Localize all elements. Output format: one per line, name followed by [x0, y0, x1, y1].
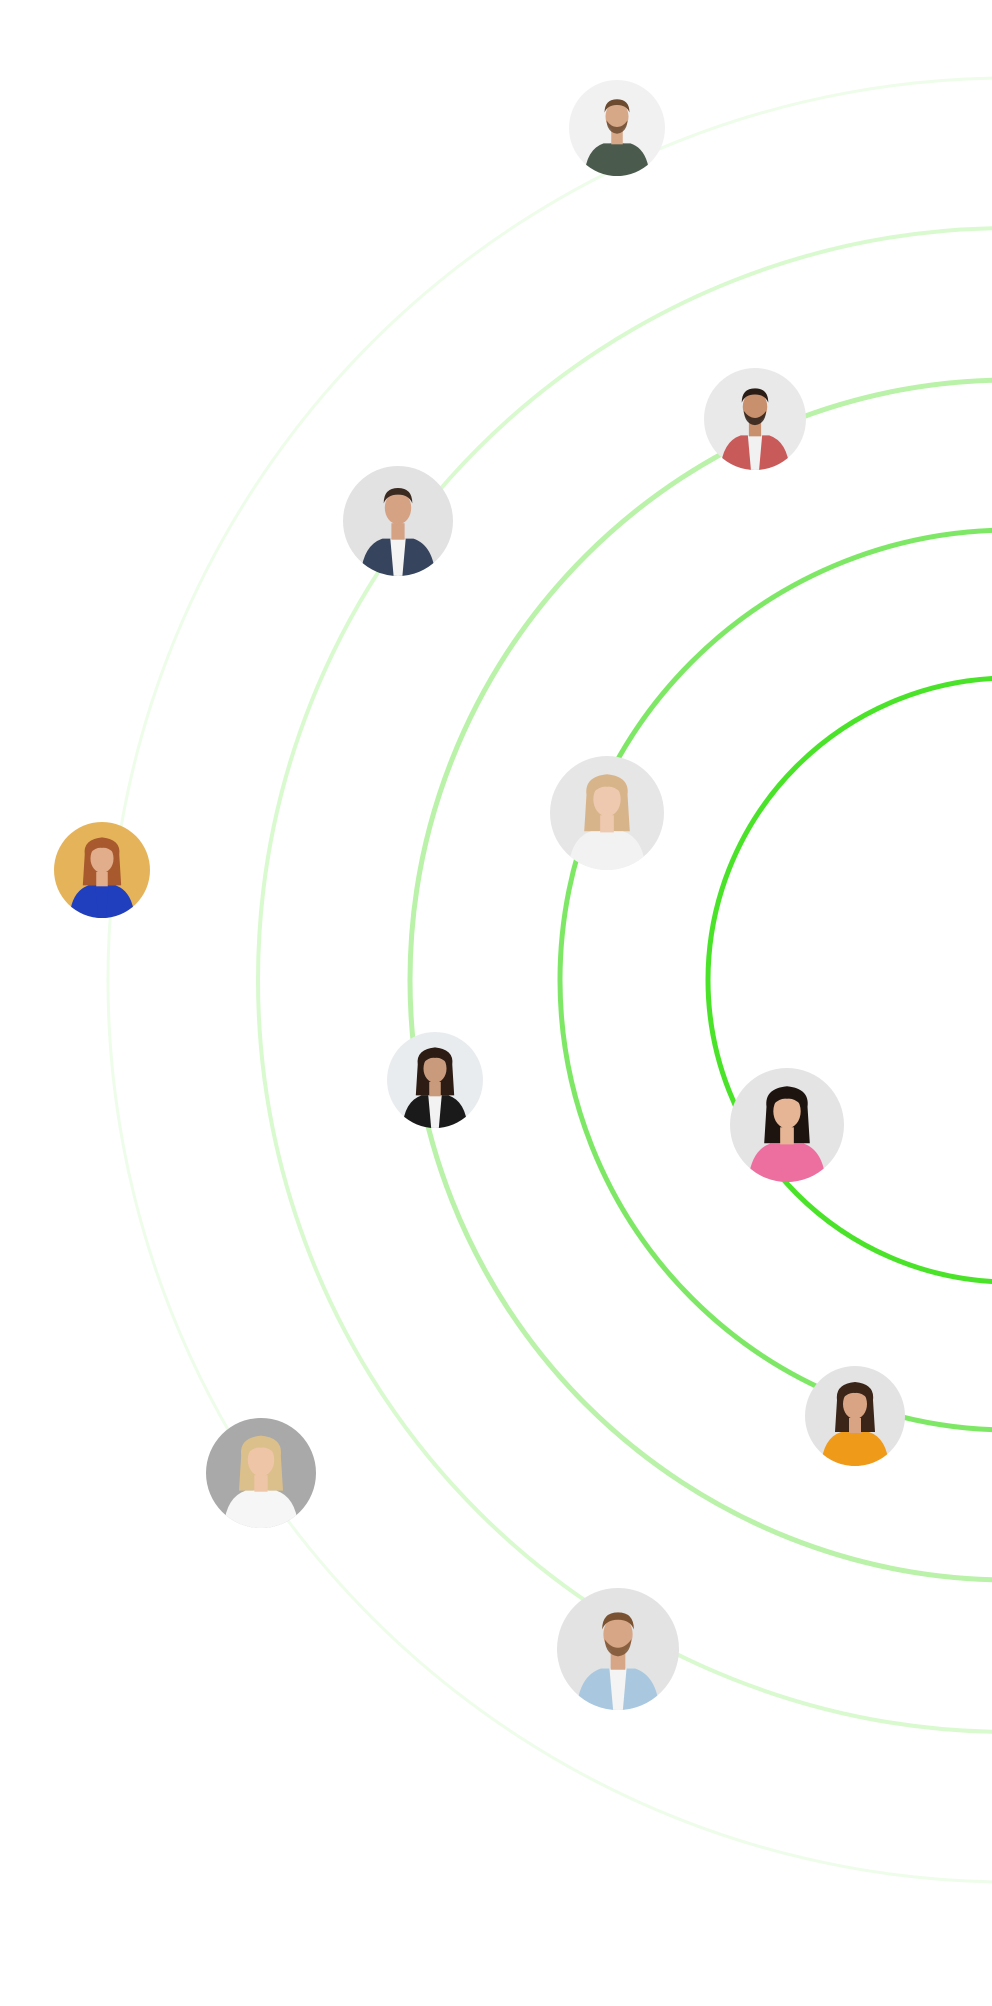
portrait-image — [569, 80, 665, 176]
avatar-man-plaid-shirt — [704, 368, 806, 470]
avatar-woman-orange-top — [805, 1366, 905, 1466]
avatar-woman-white-sweater — [550, 756, 664, 870]
portrait-image — [704, 368, 806, 470]
avatar-woman-pink-sweater — [730, 1068, 844, 1182]
portrait-image — [343, 466, 453, 576]
portrait-image — [206, 1418, 316, 1528]
portrait-image — [557, 1588, 679, 1710]
avatar-woman-white-blouse — [206, 1418, 316, 1528]
orbit-ring-2 — [557, 527, 992, 1433]
orbit-ring-5 — [106, 76, 992, 1884]
avatar-man-green-tshirt — [569, 80, 665, 176]
avatar-woman-blue-dress — [54, 822, 150, 918]
portrait-image — [54, 822, 150, 918]
avatar-man-denim-jacket — [343, 466, 453, 576]
orbit-ring-3 — [407, 377, 992, 1583]
portrait-image — [805, 1366, 905, 1466]
avatar-man-light-denim-shirt — [557, 1588, 679, 1710]
orbit-ring-4 — [256, 226, 992, 1734]
orbit-ring-1 — [705, 676, 992, 1284]
portrait-image — [387, 1032, 483, 1128]
portrait-image — [550, 756, 664, 870]
avatar-woman-black-vest — [387, 1032, 483, 1128]
portrait-image — [730, 1068, 844, 1182]
